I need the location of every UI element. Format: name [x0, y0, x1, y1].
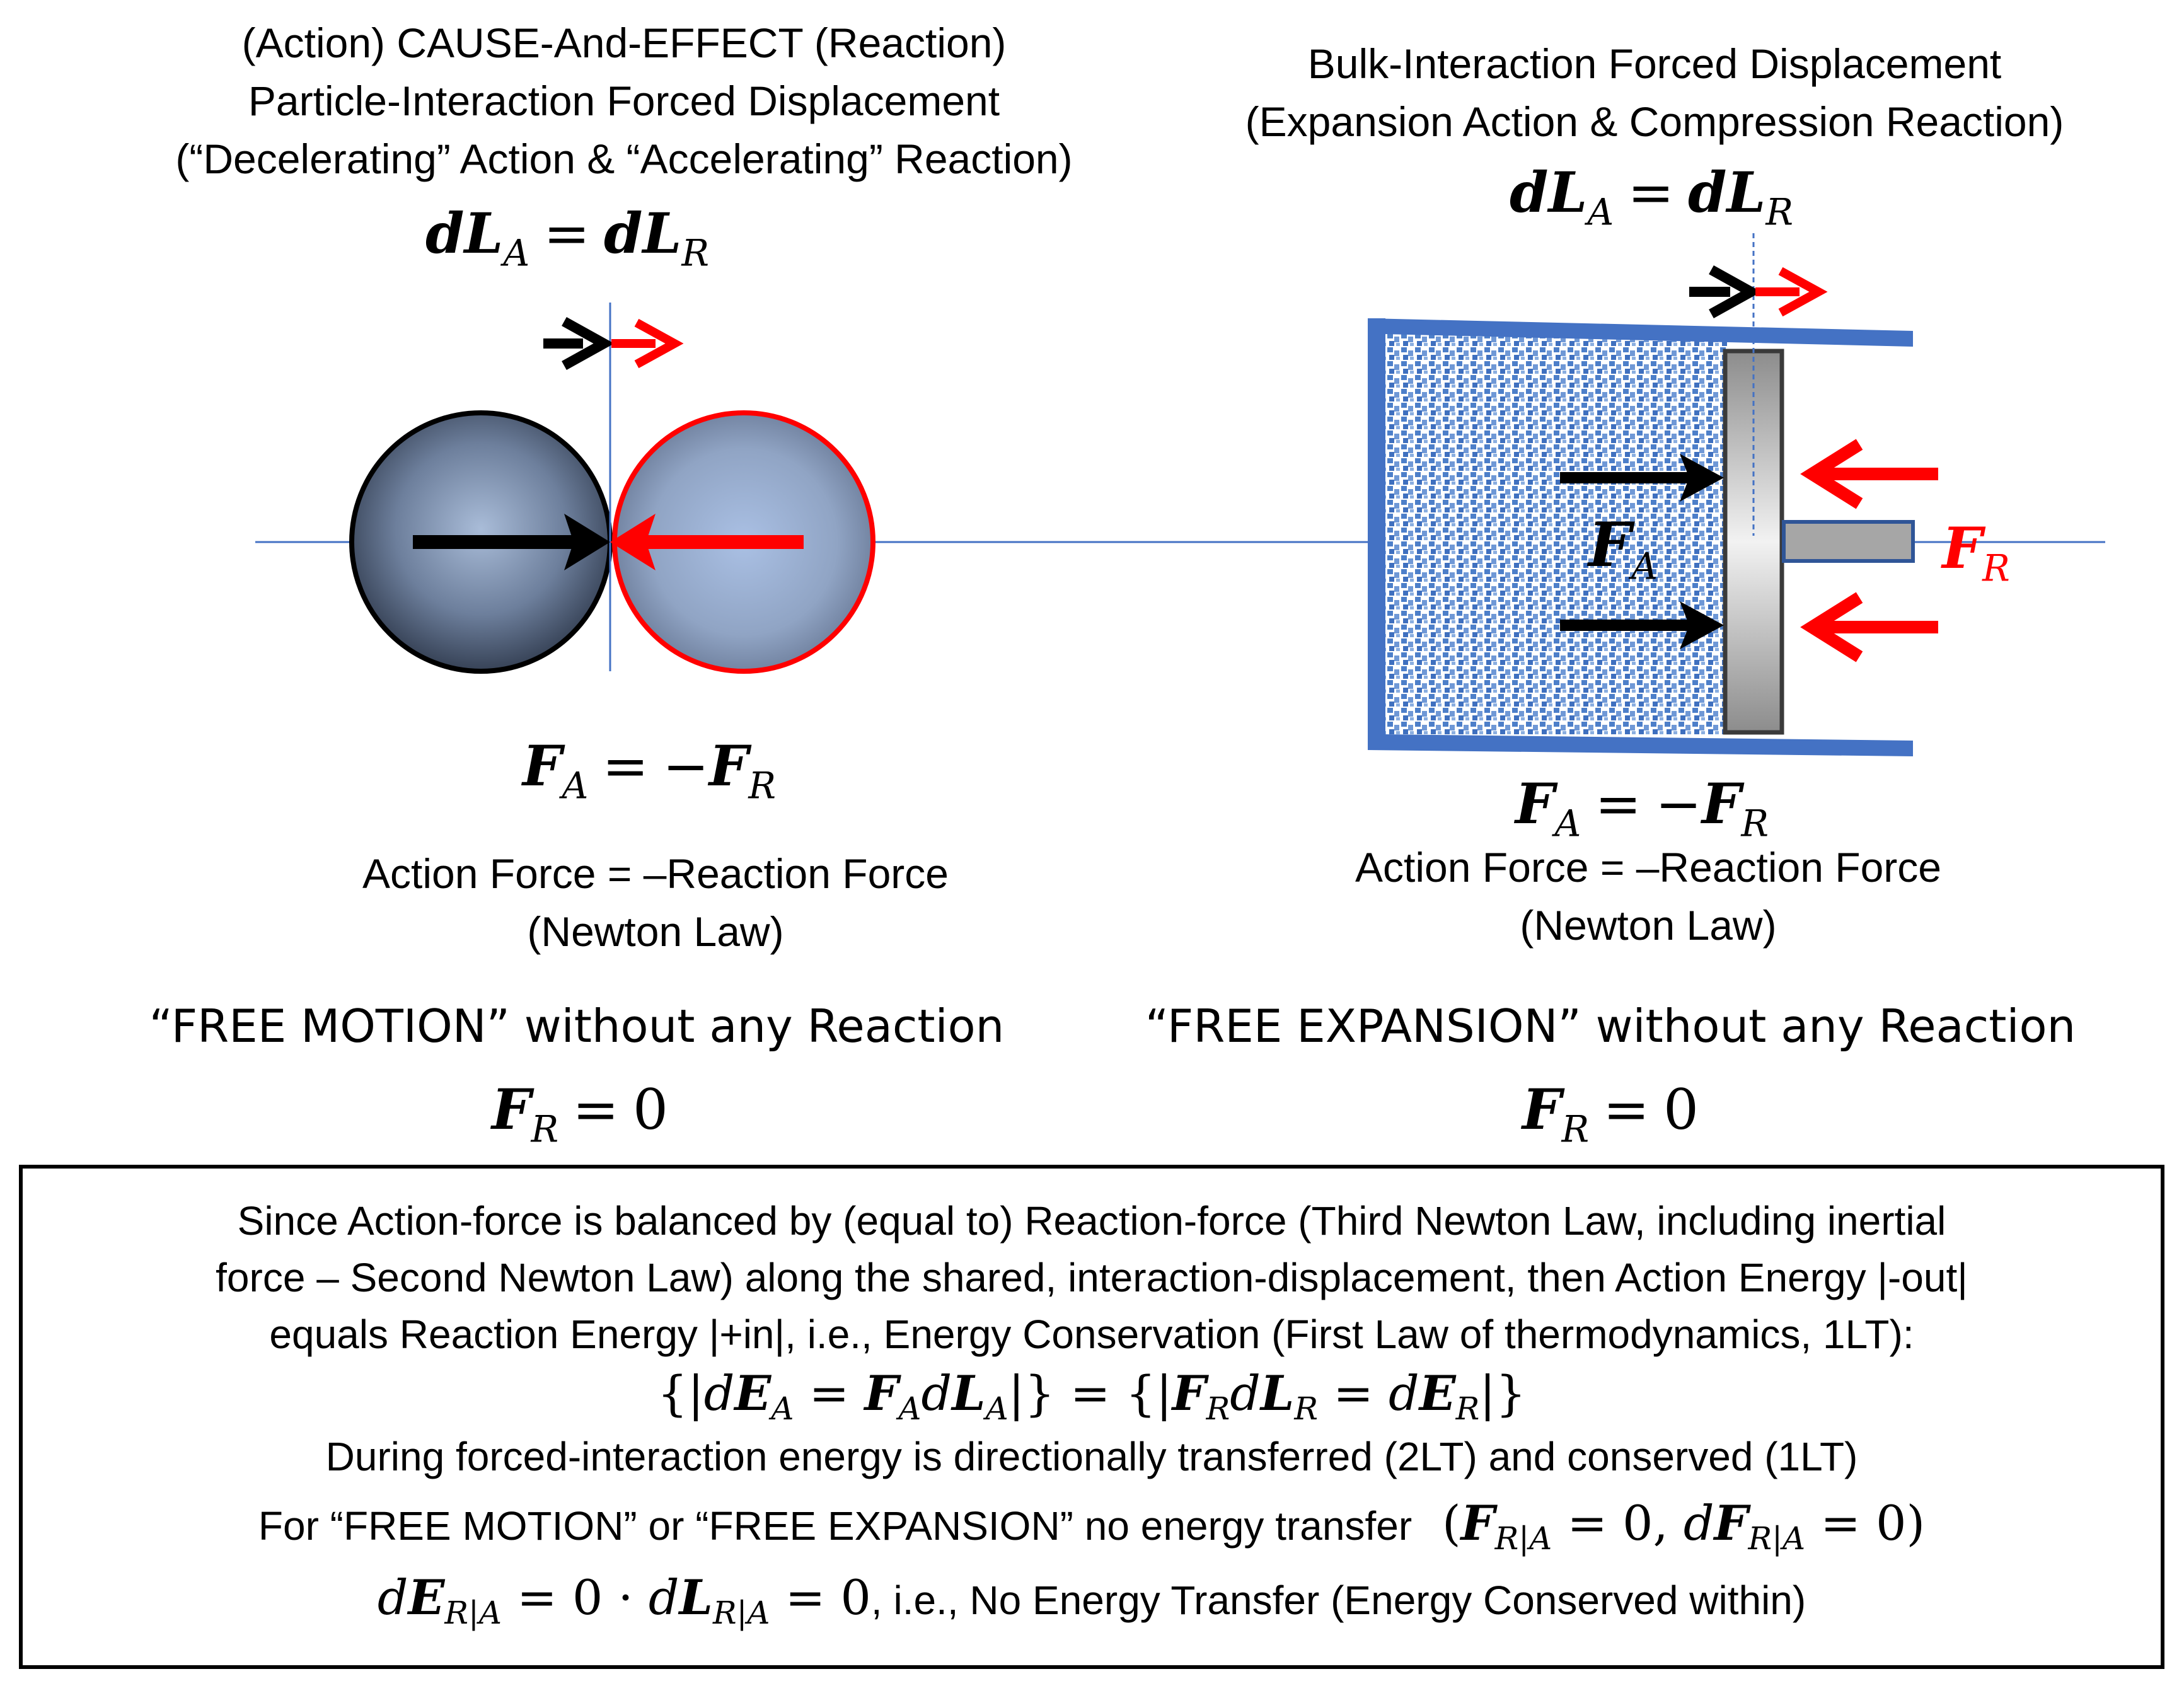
- piston-reaction-displacement-arrow: [1755, 267, 1828, 317]
- gas-action-arrow-upper: [1560, 454, 1724, 502]
- summary-line-2: force – Second Newton Law) along the sha…: [216, 1255, 1968, 1300]
- gas-force-label: FA: [1588, 509, 1658, 588]
- summary-zero-energy-equation: dER|A = 0 · dLR|A = 0: [377, 1569, 871, 1631]
- interaction-diagrams: [255, 233, 2105, 756]
- action-force-arrow: [413, 514, 610, 570]
- summary-line-3: equals Reaction Energy |+in|, i.e., Ener…: [269, 1312, 1914, 1357]
- summary-line-6: For “FREE MOTION” or “FREE EXPANSION” no…: [258, 1495, 1926, 1557]
- reaction-displacement-arrow: [611, 318, 684, 369]
- left-newton-line-1: Action Force = –Reaction Force: [362, 850, 949, 897]
- left-newton-line-2: (Newton Law): [527, 908, 784, 955]
- right-newton-line-1: Action Force = –Reaction Force: [1355, 844, 1941, 891]
- summary-line-5: During forced-interaction energy is dire…: [325, 1434, 1858, 1479]
- summary-free-condition: (FR|A = 0, dFR|A = 0): [1442, 1495, 1926, 1557]
- left-title-line-1: (Action) CAUSE-And-EFFECT (Reaction): [241, 20, 1007, 66]
- left-force-equation: FA=−FR: [523, 733, 776, 807]
- rod-force-label: FR: [1942, 515, 2010, 590]
- action-displacement-arrow: [543, 317, 615, 370]
- right-title-line-2: (Expansion Action & Compression Reaction…: [1245, 98, 2064, 145]
- right-title-line-1: Bulk-Interaction Forced Displacement: [1307, 40, 2002, 87]
- right-newton-line-2: (Newton Law): [1520, 902, 1777, 949]
- left-free-equation: FR=0: [492, 1077, 668, 1151]
- summary-line-7: dER|A = 0 · dLR|A = 0, i.e., No Energy T…: [377, 1569, 1806, 1631]
- left-title-line-3: (“Decelerating” Action & “Accelerating” …: [175, 136, 1073, 182]
- right-free-expansion-label: “FREE EXPANSION” without any Reaction: [1145, 1000, 2076, 1053]
- right-force-equation: FA=−FR: [1515, 771, 1769, 845]
- left-free-motion-label: “FREE MOTION” without any Reaction: [149, 1000, 1005, 1053]
- left-displacement-equation: dLA=dLR: [425, 200, 710, 275]
- summary-line-1: Since Action-force is balanced by (equal…: [237, 1198, 1946, 1244]
- summary-energy-equation: {|dEA = FAdLA|} = {|FRdLR = dER|}: [657, 1365, 1527, 1427]
- left-title-line-2: Particle-Interaction Forced Displacement: [248, 78, 1000, 124]
- right-displacement-equation: dLA=dLR: [1509, 159, 1794, 234]
- piston-rod: [1782, 520, 1915, 563]
- right-free-equation: FR=0: [1522, 1077, 1699, 1151]
- cylinder-top-wall: [1368, 318, 1913, 347]
- gas-action-arrow-lower: [1560, 601, 1724, 649]
- piston-action-displacement-arrow: [1689, 265, 1762, 318]
- piston-reaction-arrow-lower: [1800, 592, 1938, 662]
- cylinder-end-wall: [1368, 318, 1385, 750]
- cylinder-bottom-wall: [1368, 734, 1913, 756]
- piston-reaction-arrow-upper: [1800, 439, 1938, 509]
- piston-head: [1723, 349, 1784, 735]
- gas-volume: [1384, 334, 1727, 734]
- reaction-force-arrow: [610, 514, 804, 570]
- summary-box: Since Action-force is balanced by (equal…: [19, 1165, 2164, 1669]
